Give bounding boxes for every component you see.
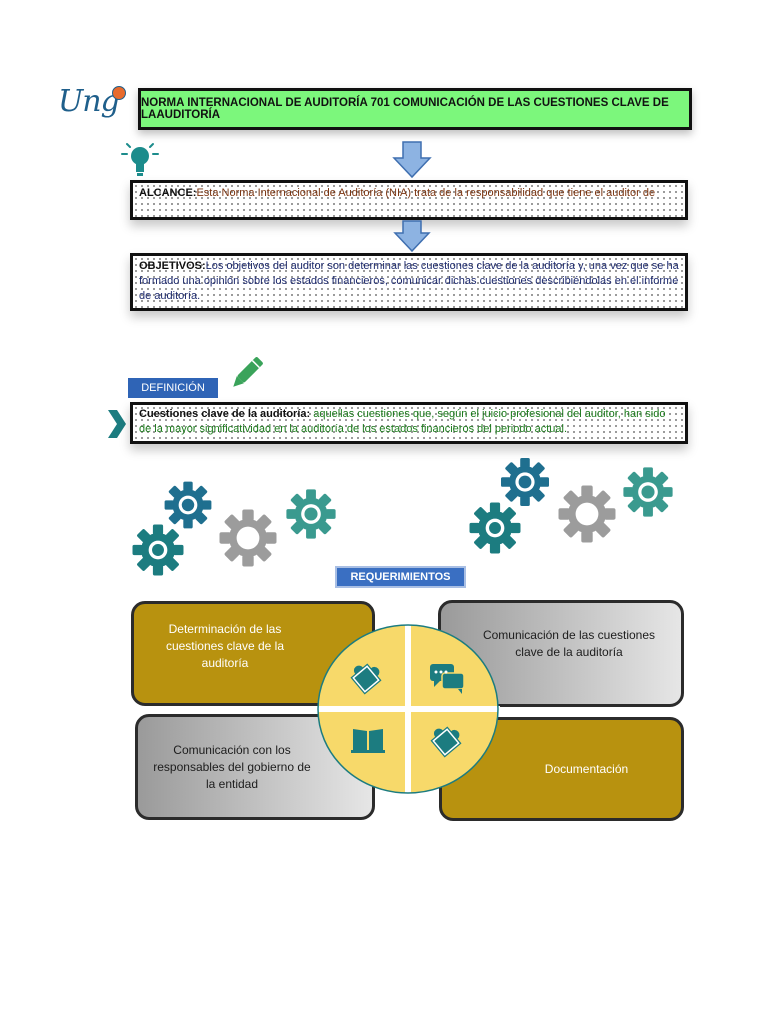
objetivos-box: OBJETIVOS:Los objetivos del auditor son … — [130, 253, 688, 311]
gear-icon — [558, 485, 616, 543]
req-documentacion: Documentación — [439, 717, 684, 821]
requirements-circle — [316, 624, 500, 794]
gear-icon — [164, 481, 212, 529]
requerimientos-tag: REQUERIMIENTOS — [335, 566, 466, 588]
objetivos-text: Los objetivos del auditor son determinar… — [139, 260, 679, 302]
definicion-box: Cuestiones clave de la auditoría: aquell… — [130, 402, 688, 444]
book-icon — [351, 729, 385, 753]
down-arrow-icon — [393, 220, 431, 252]
chat-icon — [430, 664, 465, 694]
puzzle-icon — [430, 726, 462, 758]
lightbulb-icon — [121, 143, 159, 176]
definicion-label: Cuestiones clave de la auditoría: — [139, 408, 311, 420]
down-arrow-icon — [392, 141, 432, 179]
ung-logo: Ung — [58, 84, 126, 126]
alcance-text: Esta Norma Internacional de Auditoría (N… — [196, 187, 656, 199]
puzzle-icon — [350, 663, 382, 695]
gear-icon — [286, 489, 336, 539]
gear-icon — [501, 458, 549, 506]
gear-icon — [623, 467, 673, 517]
req-comunicacion-cuestiones: Comunicación de las cuestiones clave de … — [438, 600, 684, 707]
pencil-icon — [233, 357, 263, 387]
req-comunicacion-cuestiones-label: Comunicación de las cuestiones clave de … — [482, 627, 656, 659]
logo-dot — [112, 86, 126, 100]
gear-icon — [219, 509, 277, 567]
req-documentacion-label: Documentación — [544, 761, 629, 776]
req-determinacion-label: Determinación de las cuestiones clave de… — [165, 622, 285, 670]
objetivos-label: OBJETIVOS: — [139, 260, 206, 272]
gears-left — [132, 481, 336, 576]
definicion-tag: DEFINICIÓN — [128, 378, 218, 398]
chevron-right-icon — [108, 410, 126, 438]
logo-text: Ung — [58, 84, 120, 119]
gear-icon — [469, 502, 521, 554]
gears-right — [469, 458, 673, 554]
req-comunicacion-gobierno-label: Comunicación con los responsables del go… — [153, 742, 311, 791]
alcance-box: ALCANCE:Esta Norma Internacional de Audi… — [130, 180, 688, 220]
alcance-label: ALCANCE: — [139, 187, 197, 199]
definicion-text: aquellas cuestiones que, según el juicio… — [139, 408, 666, 435]
page-title: NORMA INTERNACIONAL DE AUDITORÍA 701 COM… — [138, 88, 692, 130]
gear-icon — [132, 524, 184, 576]
